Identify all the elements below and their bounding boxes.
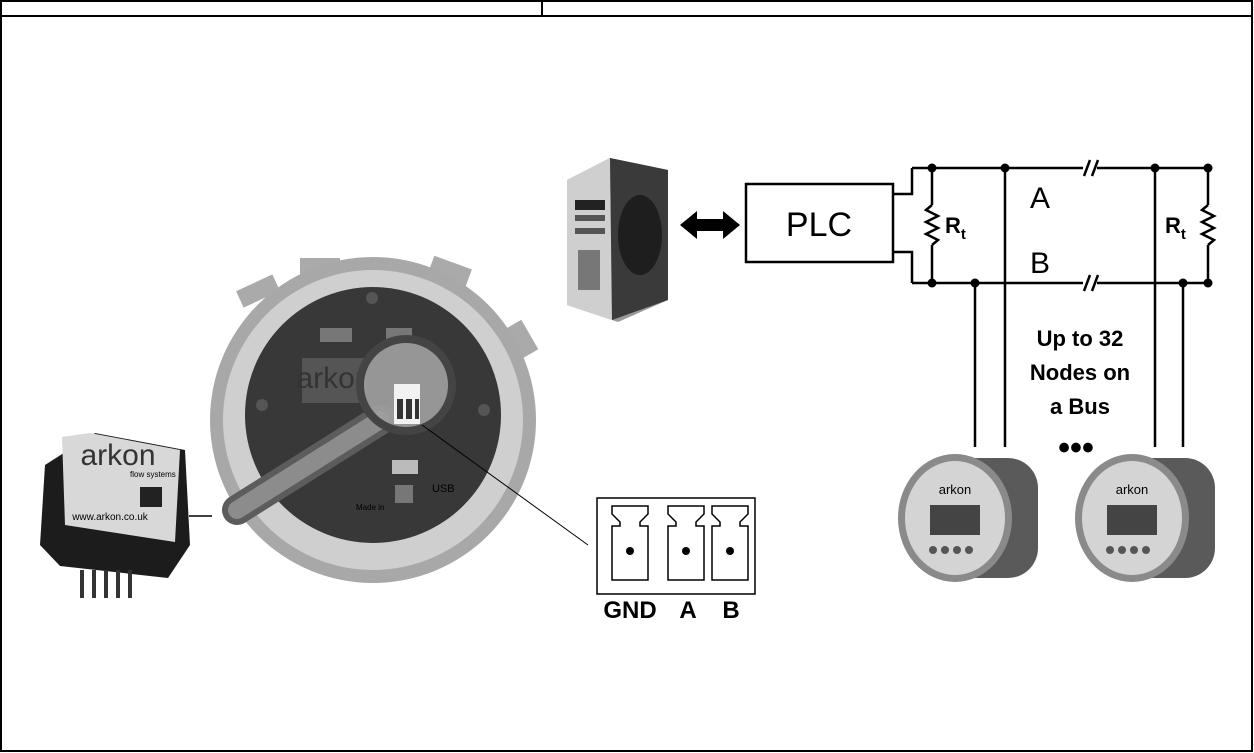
- resistor-right-label: Rt: [1165, 213, 1186, 243]
- terminal-label-b: B: [722, 597, 739, 624]
- terminal-label-a: A: [679, 597, 696, 624]
- nodes-line-2: Nodes on: [1030, 360, 1130, 385]
- resistor-left-label: Rt: [945, 213, 966, 243]
- svg-text:Rt: Rt: [1165, 213, 1186, 243]
- svg-text:Rt: Rt: [945, 213, 966, 243]
- meter-right-brand: arkon: [1116, 482, 1149, 497]
- nodes-note: Up to 32 Nodes on a Bus: [1030, 326, 1130, 419]
- terminal-b: [712, 506, 748, 580]
- nodes-line-3: a Bus: [1050, 394, 1110, 419]
- module-pins: [80, 570, 132, 598]
- more-nodes-ellipsis: •••: [1058, 429, 1094, 467]
- flow-meter-left-image: arkon: [898, 454, 1038, 582]
- module-brand-sub: flow systems: [130, 470, 176, 479]
- housing-usb: USB: [432, 483, 455, 495]
- line-b-label: B: [1030, 247, 1050, 280]
- nodes-line-1: Up to 32: [1037, 326, 1124, 351]
- terminal-label-gnd: GND: [603, 597, 656, 624]
- flow-meter-right-image: arkon: [1075, 454, 1215, 582]
- housing-made-in: Made in: [356, 503, 384, 512]
- line-a-label: A: [1030, 182, 1050, 215]
- plc-box: PLC: [746, 184, 893, 262]
- meter-left-brand: arkon: [939, 482, 972, 497]
- pc-tower-image: [567, 158, 668, 322]
- terminal-block: GND A B: [597, 498, 755, 624]
- terminal-gnd: [612, 506, 648, 580]
- double-arrow-icon: [680, 211, 740, 239]
- module-url: www.arkon.co.uk: [71, 512, 149, 523]
- plc-label: PLC: [786, 206, 852, 244]
- terminal-a: [668, 506, 704, 580]
- rs485-module-image: arkon flow systems www.arkon.co.uk: [40, 433, 190, 598]
- module-brand: arkon: [80, 439, 155, 472]
